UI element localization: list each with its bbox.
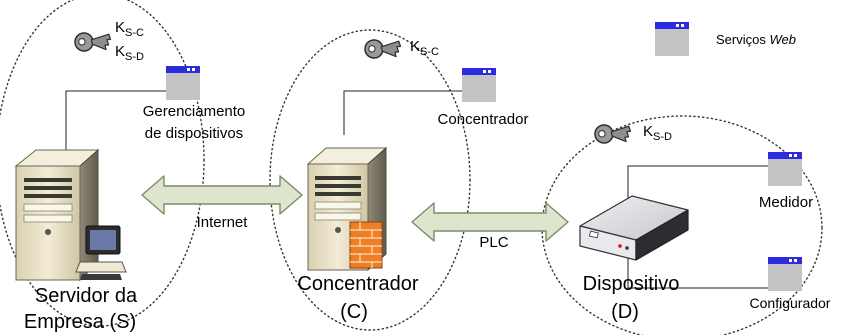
device-box-icon	[579, 195, 689, 261]
web-service-legend-icon	[655, 22, 689, 56]
key-label-server-sc: KS-C	[115, 19, 144, 39]
node-label-device-2: (D)	[611, 301, 639, 323]
service-label-meter: Medidor	[759, 194, 813, 211]
key-label-concentrator: KS-C	[410, 38, 439, 58]
device-configurator-connector	[627, 247, 768, 289]
node-label-server-1: Servidor da	[35, 285, 138, 307]
server-tower-icon	[14, 148, 100, 282]
service-label-management-1: Gerenciamento	[143, 103, 246, 120]
web-service-icon-configurator	[768, 257, 802, 291]
key-icon-server	[70, 18, 116, 64]
server-service-connector	[65, 90, 172, 155]
plc-link-arrow	[411, 202, 569, 242]
key-label-server-sd: KS-D	[115, 43, 144, 63]
key-icon-device	[590, 110, 636, 156]
server-domain-ellipse	[0, 0, 205, 327]
web-service-icon-server	[166, 66, 200, 100]
node-label-server-2: Empresa (S)	[24, 311, 136, 333]
service-label-management-2: de dispositivos	[145, 125, 243, 142]
node-label-device-1: Dispositivo	[583, 273, 680, 295]
concentrator-domain-ellipse	[269, 29, 471, 331]
workstation-icon	[75, 225, 127, 280]
internet-link-arrow	[141, 175, 303, 215]
legend: Serviços Web	[655, 22, 796, 56]
internet-link-label: Internet	[197, 214, 249, 231]
firewall-icon	[349, 221, 383, 269]
key-icon-concentrator	[360, 25, 406, 71]
node-label-concentrator-1: Concentrador	[297, 273, 419, 295]
legend-label: Serviços Web	[716, 32, 796, 47]
key-label-device: KS-D	[643, 123, 672, 143]
web-service-icon-concentrator	[462, 68, 496, 102]
web-service-icon-meter	[768, 152, 802, 186]
service-label-configurator: Configurador	[750, 295, 831, 311]
plc-link-label: PLC	[479, 234, 508, 251]
node-label-concentrator-2: (C)	[340, 301, 368, 323]
service-label-concentrator: Concentrador	[438, 111, 529, 128]
concentrator-service-connector	[343, 90, 462, 135]
device-meter-connector	[627, 165, 768, 212]
